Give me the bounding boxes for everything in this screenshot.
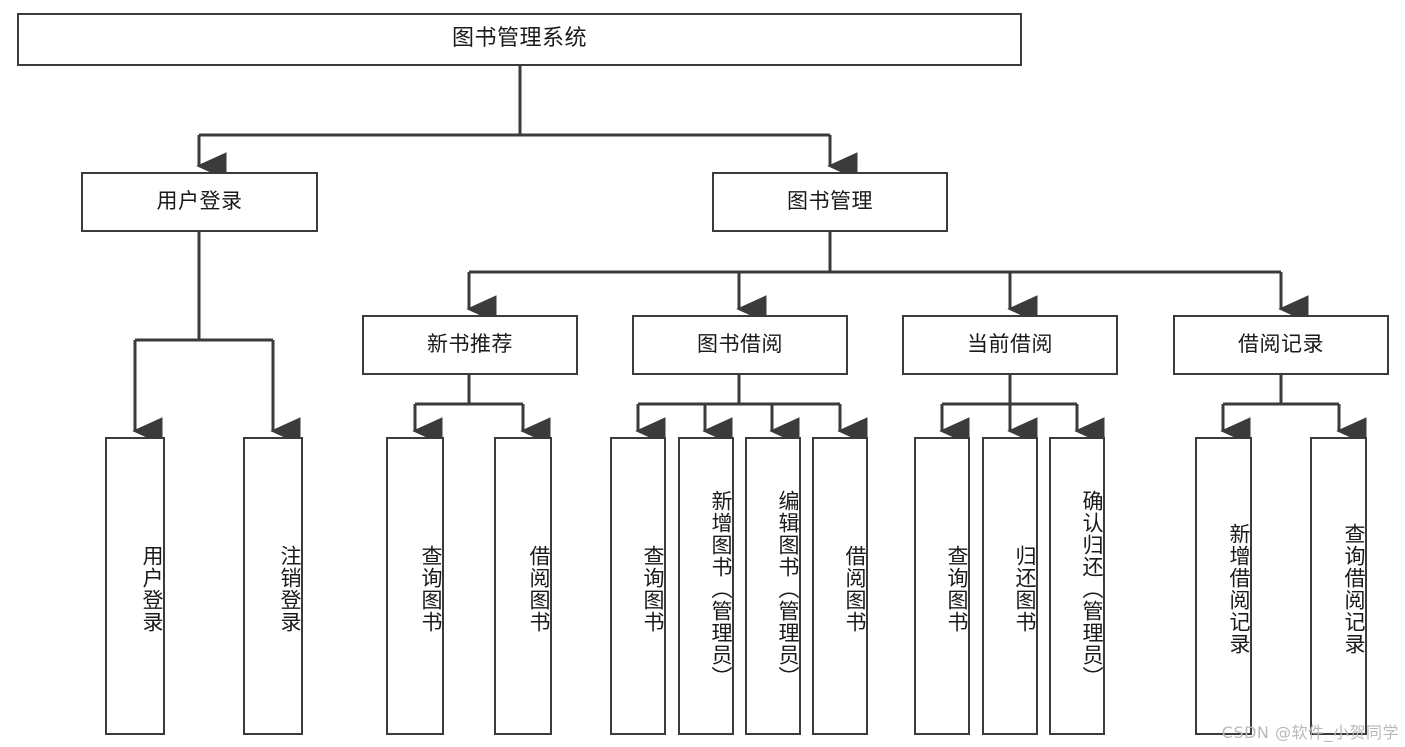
- node-book-borrow[interactable]: 图书借阅: [632, 315, 848, 375]
- leaf-borrow-book-recommend-label: 借阅图书: [527, 545, 551, 633]
- leaf-query-book-borrow-label: 查询图书: [641, 545, 665, 633]
- leaf-add-book-admin[interactable]: 新增图书（管理员）: [678, 437, 734, 735]
- node-root-label: 图书管理系统: [451, 26, 587, 52]
- node-new-book-recommend-label: 新书推荐: [427, 332, 513, 357]
- leaf-query-borrow-record[interactable]: 查询借阅记录: [1310, 437, 1367, 735]
- leaf-borrow-book-label: 借阅图书: [843, 545, 867, 633]
- node-new-book-recommend[interactable]: 新书推荐: [362, 315, 578, 375]
- watermark: CSDN @软件_小贺同学: [1221, 723, 1399, 742]
- leaf-return-book[interactable]: 归还图书: [982, 437, 1038, 735]
- leaf-query-book-current[interactable]: 查询图书: [914, 437, 970, 735]
- leaf-user-login[interactable]: 用户登录: [105, 437, 165, 735]
- leaf-confirm-return-admin-label: 确认归还（管理员）: [1080, 490, 1104, 688]
- leaf-logout-label: 注销登录: [278, 545, 302, 633]
- node-borrow-records-label: 借阅记录: [1238, 332, 1324, 357]
- leaf-logout[interactable]: 注销登录: [243, 437, 303, 735]
- node-user-login[interactable]: 用户登录: [81, 172, 318, 232]
- leaf-query-book-recommend[interactable]: 查询图书: [386, 437, 444, 735]
- node-book-borrow-label: 图书借阅: [697, 332, 783, 357]
- leaf-query-borrow-record-label: 查询借阅记录: [1342, 523, 1366, 655]
- node-book-management-label: 图书管理: [787, 189, 873, 214]
- leaf-add-borrow-record-label: 新增借阅记录: [1227, 523, 1251, 655]
- node-borrow-records[interactable]: 借阅记录: [1173, 315, 1389, 375]
- leaf-borrow-book[interactable]: 借阅图书: [812, 437, 868, 735]
- leaf-edit-book-admin[interactable]: 编辑图书（管理员）: [745, 437, 801, 735]
- node-user-login-label: 用户登录: [156, 189, 243, 214]
- leaf-user-login-label: 用户登录: [140, 545, 164, 633]
- leaf-edit-book-admin-label: 编辑图书（管理员）: [776, 490, 800, 688]
- leaf-add-borrow-record[interactable]: 新增借阅记录: [1195, 437, 1252, 735]
- node-root[interactable]: 图书管理系统: [17, 13, 1022, 66]
- leaf-confirm-return-admin[interactable]: 确认归还（管理员）: [1049, 437, 1105, 735]
- node-current-borrow-label: 当前借阅: [967, 332, 1053, 357]
- leaf-return-book-label: 归还图书: [1013, 545, 1037, 633]
- leaf-add-book-admin-label: 新增图书（管理员）: [709, 490, 733, 688]
- leaf-query-book-borrow[interactable]: 查询图书: [610, 437, 666, 735]
- leaf-borrow-book-recommend[interactable]: 借阅图书: [494, 437, 552, 735]
- leaf-query-book-current-label: 查询图书: [945, 545, 969, 633]
- node-book-management[interactable]: 图书管理: [712, 172, 948, 232]
- leaf-query-book-recommend-label: 查询图书: [419, 545, 443, 633]
- node-current-borrow[interactable]: 当前借阅: [902, 315, 1118, 375]
